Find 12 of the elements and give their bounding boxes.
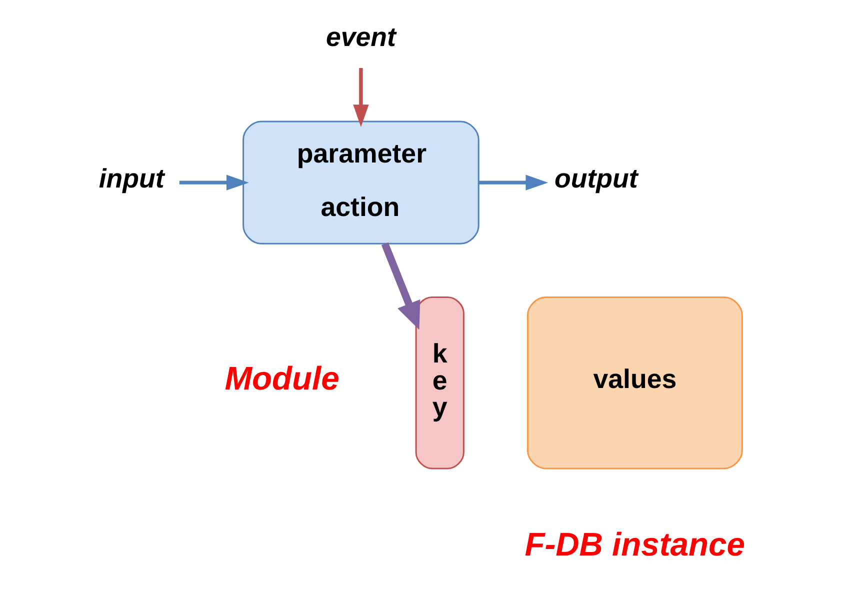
node-text: output [554, 164, 638, 194]
node-text: input [98, 164, 164, 194]
arrow [179, 174, 249, 190]
node-label: F-DB instance [524, 526, 745, 563]
arrow [381, 242, 420, 330]
node-box: values [526, 296, 743, 470]
node-box: k e y [415, 296, 464, 470]
arrow [478, 174, 548, 190]
node-box: parameter action [242, 120, 480, 244]
arrow [353, 68, 369, 127]
node-text: event [326, 22, 396, 52]
node-label: Module [224, 360, 340, 397]
